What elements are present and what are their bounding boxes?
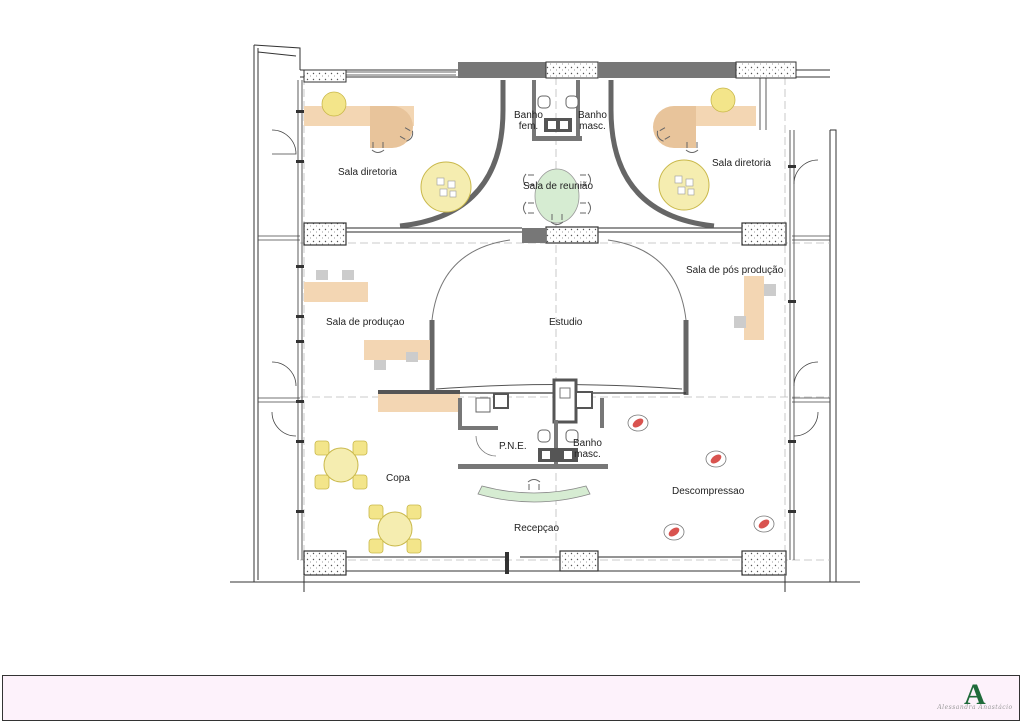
footer-band: [2, 675, 1020, 721]
room-label-sala-pos-producao: Sala de pós produção: [686, 265, 784, 276]
loungers: [627, 414, 775, 541]
columns: [303, 222, 787, 576]
meeting-table: [523, 168, 591, 225]
room-label-sala-diretoria-right: Sala diretoria: [712, 158, 771, 169]
room-label-banho-fem: Banho fem.: [514, 110, 543, 132]
director-right-furniture: [653, 87, 756, 211]
top-walls: [303, 61, 797, 83]
side-doors: [258, 129, 830, 437]
production-furniture: [304, 270, 460, 412]
logo-mark: A: [964, 678, 986, 711]
window-mullions: [296, 110, 796, 513]
bottom-walls: [303, 570, 786, 592]
room-label-sala-diretoria-left: Sala diretoria: [338, 167, 397, 178]
partition-block: [522, 228, 546, 243]
room-label-banho-masc-top: Banho masc.: [578, 110, 607, 132]
post-production-furniture: [734, 276, 776, 340]
room-label-sala-reuniao: Sala de reunião: [523, 181, 594, 192]
copa-tables: [314, 440, 422, 554]
meeting-room-walls: [399, 80, 715, 229]
reception-desk: [477, 479, 591, 574]
room-label-descompressao: Descompressao: [672, 486, 745, 497]
room-label-estudio: Estudio: [549, 317, 583, 328]
thin-partitions: [346, 227, 742, 558]
room-label-pne: P.N.E.: [499, 441, 527, 452]
room-label-recepcao: Recepçao: [514, 523, 560, 534]
director-left-furniture: [304, 91, 472, 213]
room-label-sala-producao: Sala de produçao: [326, 317, 405, 328]
room-label-copa: Copa: [386, 473, 410, 484]
top-bathrooms: [532, 80, 582, 141]
room-label-banho-masc-bottom: Banho masc.: [573, 438, 602, 460]
central-bathrooms: [458, 378, 608, 469]
logo-signature: Alessandra Anastácio: [937, 704, 1013, 711]
logo: A Alessandra Anastácio: [928, 680, 1020, 720]
